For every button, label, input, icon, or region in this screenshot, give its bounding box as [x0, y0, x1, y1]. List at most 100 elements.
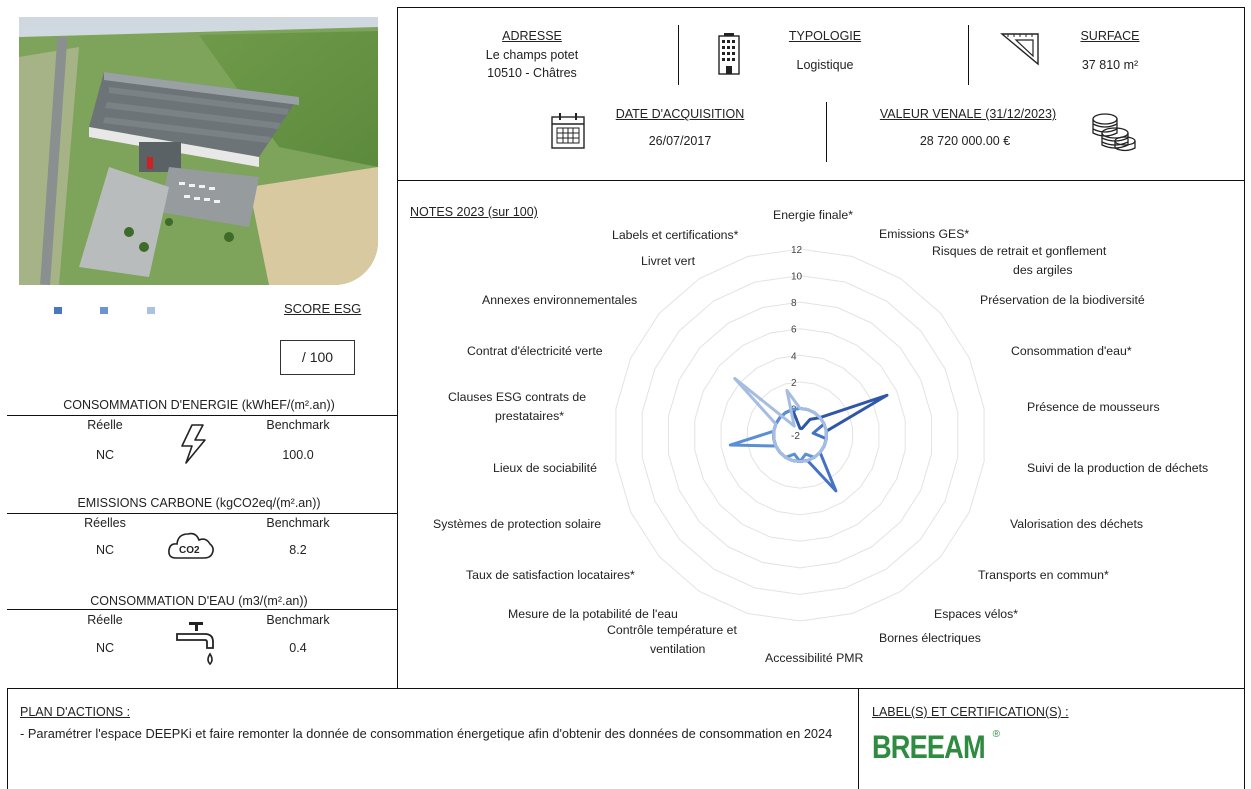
- coins-icon: [1089, 111, 1137, 156]
- carbon-col-real: Réelles: [84, 516, 126, 530]
- esg-score-label: SCORE ESG: [284, 301, 362, 316]
- frame-left-mid: [397, 7, 398, 688]
- score-dot-1: [54, 307, 62, 314]
- radar-grid-ring: [641, 275, 959, 595]
- carbon-bench: 8.2: [289, 543, 307, 557]
- typology-value: Logistique: [796, 58, 854, 72]
- plan-text: - Paramétrer l'espace DEEPKi et faire re…: [20, 726, 833, 741]
- energy-col-bench: Benchmark: [266, 418, 330, 432]
- frame-plan-divider: [858, 688, 859, 789]
- radar-label-mousseurs: Présence de mousseurs: [1027, 400, 1160, 414]
- radar-grid-ring: [720, 354, 880, 516]
- radar-label-energie-finale: Energie finale*: [773, 208, 853, 222]
- esg-score-box: / 100: [280, 340, 355, 375]
- typology-label: TYPOLOGIE: [788, 29, 862, 43]
- water-tap-icon: [175, 620, 219, 673]
- svg-text:CO2: CO2: [179, 545, 200, 556]
- labels-title: LABEL(S) ET CERTIFICATION(S) :: [872, 705, 1069, 719]
- co2-cloud-icon: CO2: [166, 528, 216, 565]
- acquisition-label: DATE D'ACQUISITION: [615, 107, 745, 121]
- score-dot-2: [100, 307, 108, 314]
- radar-label-annexes: Annexes environnementales: [482, 293, 638, 307]
- radar-label-velos: Espaces vélos*: [934, 607, 1019, 621]
- surface-label: SURFACE: [1080, 29, 1140, 43]
- frame-left: [7, 688, 8, 789]
- radar-label-controle-2: ventilation: [650, 642, 706, 656]
- water-bench: 0.4: [289, 641, 307, 655]
- radar-tick-label: 8: [791, 298, 797, 309]
- breeam-registered-mark: ®: [992, 729, 1001, 740]
- radar-label-bornes: Bornes électriques: [879, 631, 981, 645]
- breeam-logo: BREEAM ®: [872, 729, 1000, 766]
- kpi-divider-2: [7, 513, 398, 514]
- header-sep-3: [826, 102, 827, 162]
- set-square-icon: [1000, 32, 1040, 69]
- radar-tick-label: 12: [791, 245, 803, 256]
- radar-label-biodiversite: Préservation de la biodiversité: [980, 293, 1145, 307]
- frame-right: [1244, 7, 1245, 789]
- radar-label-dechets-production: Suivi de la production de déchets: [1027, 461, 1209, 475]
- radar-series-3: [728, 406, 828, 464]
- address-label: ADRESSE: [502, 29, 562, 43]
- header-sep-2: [968, 25, 969, 85]
- radar-label-risques-1: Risques de retrait et gonflement: [932, 244, 1107, 258]
- radar-label-electricite-verte: Contrat d'électricité verte: [467, 344, 603, 358]
- radar-grid-ring: [694, 328, 906, 542]
- radar-label-transports: Transports en commun*: [978, 568, 1109, 582]
- radar-series-4: [733, 376, 828, 464]
- radar-label-labels-certifications: Labels et certifications*: [612, 228, 739, 242]
- radar-tick-label: 4: [791, 351, 797, 362]
- radar-label-risques-2: des argiles: [1013, 263, 1073, 277]
- score-dot-3: [147, 307, 155, 314]
- energy-bench: 100.0: [282, 448, 314, 462]
- market-value: 28 720 000.00 €: [919, 134, 1011, 148]
- market-value-label: VALEUR VENALE (31/12/2023): [879, 107, 1057, 121]
- water-col-real: Réelle: [87, 613, 123, 627]
- radar-series-2: [772, 406, 838, 493]
- radar-tick-label: 2: [791, 378, 797, 389]
- radar-label-clauses-2: prestataires*: [495, 409, 565, 423]
- radar-label-clauses-1: Clauses ESG contrats de: [448, 390, 587, 404]
- energy-col-real: Réelle: [87, 418, 123, 432]
- radar-tick-label: -2: [791, 431, 800, 442]
- water-title: CONSOMMATION D'EAU (m3/(m².an)): [90, 594, 308, 608]
- energy-real: NC: [95, 448, 115, 462]
- radar-label-controle-1: Contrôle température et: [607, 623, 737, 637]
- address-line2: 10510 - Châtres: [487, 66, 577, 80]
- carbon-col-bench: Benchmark: [266, 516, 330, 530]
- kpi-divider-3: [7, 609, 398, 610]
- plan-title: PLAN D'ACTIONS :: [20, 705, 131, 719]
- energy-title: CONSOMMATION D'ENERGIE (kWhEF/(m².an)): [63, 398, 335, 412]
- radar-tick-label: 6: [791, 325, 797, 336]
- radar-label-emissions-ges: Emissions GES*: [879, 227, 970, 241]
- calendar-icon: [550, 112, 586, 153]
- address-line1: Le champs potet: [485, 48, 579, 62]
- header-sep-1: [678, 25, 679, 85]
- radar-label-satisfaction: Taux de satisfaction locataires*: [466, 568, 635, 582]
- frame-top: [397, 7, 1244, 8]
- radar-label-livret-vert: Livret vert: [641, 254, 695, 268]
- radar-label-sociabilite: Lieux de sociabilité: [493, 461, 597, 475]
- acquisition-value: 26/07/2017: [648, 134, 712, 148]
- surface-value: 37 810 m²: [1081, 58, 1139, 72]
- carbon-title: EMISSIONS CARBONE (kgCO2eq/(m².an)): [77, 496, 321, 510]
- radar-grid-ring: [615, 248, 985, 622]
- kpi-divider-1: [7, 415, 398, 416]
- carbon-real: NC: [95, 543, 115, 557]
- radar-tick-label: 10: [791, 272, 803, 283]
- frame-bottom-divider: [7, 688, 1245, 689]
- frame-header-divider: [397, 180, 1244, 181]
- building-icon: [717, 32, 741, 79]
- notes-title: NOTES 2023 (sur 100): [410, 205, 538, 219]
- breeam-text: BREEAM: [872, 729, 986, 765]
- water-real: NC: [95, 641, 115, 655]
- radar-grid-ring: [667, 301, 933, 569]
- radar-label-potabilite: Mesure de la potabilité de l'eau: [508, 607, 678, 621]
- property-photo: [19, 17, 378, 285]
- radar-label-protection-solaire: Systèmes de protection solaire: [433, 517, 602, 531]
- radar-label-valorisation: Valorisation des déchets: [1010, 517, 1144, 531]
- radar-label-pmr: Accessibilité PMR: [765, 651, 864, 665]
- water-col-bench: Benchmark: [266, 613, 330, 627]
- lightning-icon: [178, 423, 208, 468]
